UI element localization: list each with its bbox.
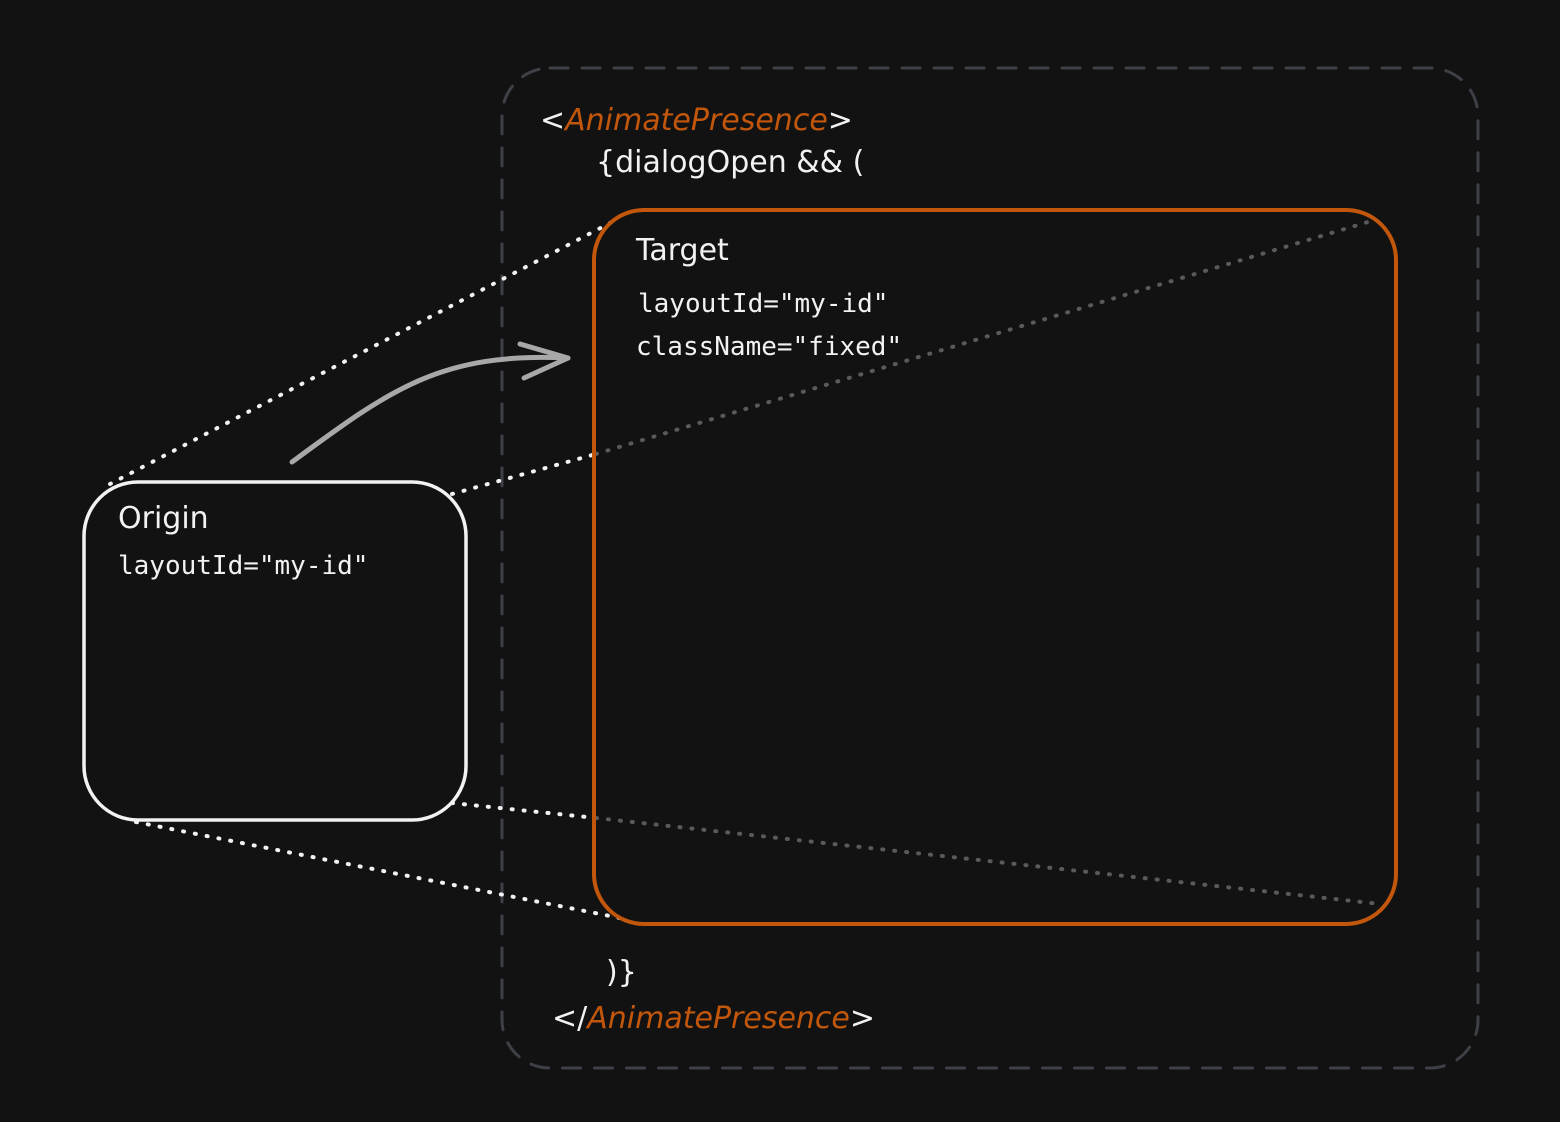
connector-lines-outer [108, 220, 622, 920]
connector-top-right [450, 452, 598, 496]
animate-presence-close-tag: </AnimatePresence> [552, 1001, 875, 1036]
target-class-name: className="fixed" [636, 332, 902, 362]
origin-box [82, 480, 468, 822]
condition-close-paren: )} [606, 955, 637, 990]
target-layout-id: layoutId="my-id" [638, 289, 888, 319]
transition-arrow-icon [289, 341, 571, 465]
close-tag-component: AnimatePresence [585, 1001, 850, 1036]
connector-lines-inner [594, 220, 1382, 906]
origin-layout-id: layoutId="my-id" [118, 551, 368, 581]
target-box [592, 208, 1398, 926]
connector-top-left [108, 220, 614, 486]
animate-presence-open-tag: <AnimatePresence> [540, 103, 853, 138]
open-tag-bracket: < [540, 103, 565, 138]
close-tag-close-bracket: > [850, 1001, 875, 1036]
target-title: Target [635, 233, 729, 268]
animate-presence-frame [500, 66, 1480, 1070]
connector-bottom-left [134, 820, 622, 920]
origin-title: Origin [118, 501, 209, 536]
dialog-open-condition: {dialogOpen && ( [596, 145, 864, 180]
close-tag-open-bracket: </ [552, 1001, 588, 1036]
connector-inner-top [594, 220, 1370, 456]
open-tag-component: AnimatePresence [563, 103, 828, 138]
connector-inner-bottom [594, 816, 1382, 906]
connector-bottom-right [450, 801, 598, 820]
open-tag-close-bracket: > [828, 103, 853, 138]
